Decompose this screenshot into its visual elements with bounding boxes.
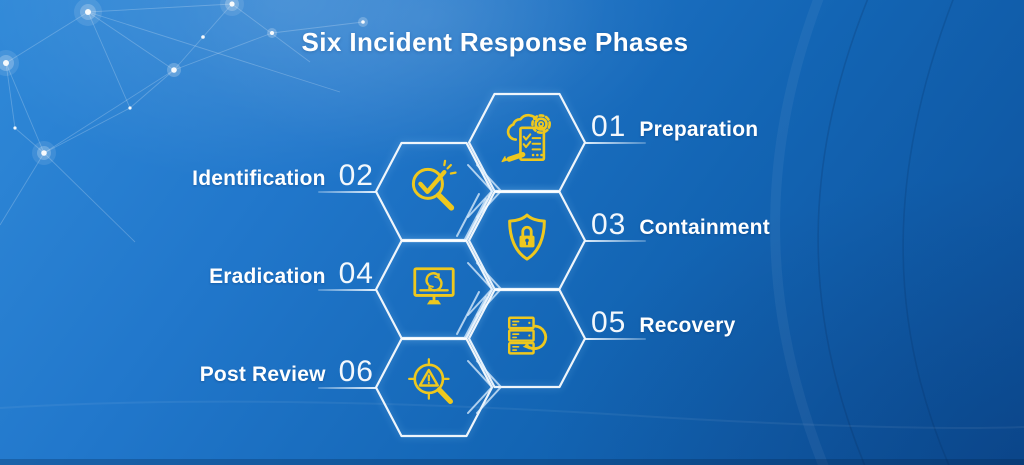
phase-number: 02: [338, 159, 374, 192]
hexagon-accent-lines: [456, 291, 487, 340]
bottom-edge-shade: [0, 459, 1024, 465]
eradication-icon: [404, 257, 464, 317]
hexagon-accent-lines: [456, 193, 487, 242]
phase-label: Identification: [192, 167, 326, 190]
phase-label: Containment: [639, 216, 770, 239]
phase-label: Recovery: [639, 314, 736, 337]
phase-connector-line: [584, 338, 646, 340]
phase-connector-line: [584, 142, 646, 144]
containment-icon: [497, 208, 557, 268]
phase-row: Eradication 04: [0, 259, 374, 289]
phase-row: 05 Recovery: [591, 308, 736, 338]
phase-connector-line: [318, 387, 376, 389]
phase-number: 05: [591, 306, 627, 339]
post-review-icon: [404, 355, 464, 415]
hexagon-accent-lines: [467, 360, 502, 414]
phase-row: 01 Preparation: [591, 112, 758, 142]
phase-label: Post Review: [199, 363, 326, 386]
phase-number: 03: [591, 208, 627, 241]
recovery-icon: [497, 306, 557, 366]
identification-icon: [404, 159, 464, 219]
phase-row: Post Review 06: [0, 357, 374, 387]
phase-row: Identification 02: [0, 161, 374, 191]
phase-label: Preparation: [639, 118, 759, 141]
phase-row: 03 Containment: [591, 210, 770, 240]
preparation-icon: [497, 110, 557, 170]
phase-number: 04: [338, 257, 374, 290]
phase-number: 06: [338, 355, 374, 388]
phase-connector-line: [318, 289, 376, 291]
phase-label: Eradication: [209, 265, 326, 288]
phase-number: 01: [591, 110, 627, 143]
phase-connector-line: [318, 191, 376, 193]
page-title: Six Incident Response Phases: [301, 27, 689, 57]
phase-connector-line: [584, 240, 646, 242]
